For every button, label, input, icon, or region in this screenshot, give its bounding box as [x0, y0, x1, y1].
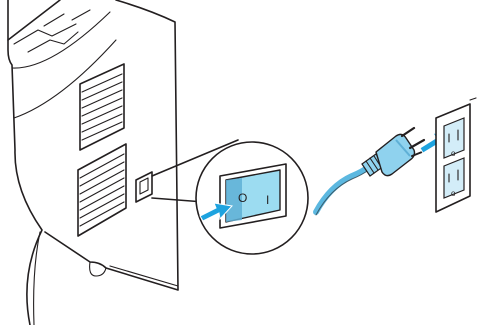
printer-side-edge: [11, 11, 117, 119]
plug-prong-mid: [408, 138, 426, 150]
switch-callout: O I: [151, 139, 309, 255]
outlet-face-upper: [443, 117, 465, 159]
power-plug: [361, 126, 426, 177]
outlet-ground-upper: o: [451, 149, 456, 158]
rocker-switch-shade: [226, 178, 242, 222]
outlet-ground-lower: o: [451, 189, 456, 198]
upper-vent-grille: [79, 63, 125, 151]
printer-bottom-edge: [33, 231, 107, 325]
cord-line: [313, 163, 373, 215]
power-cord: [313, 163, 373, 216]
wall-outlet: o o: [435, 97, 477, 213]
lower-vent-grille: [77, 143, 127, 237]
outlet-face-lower: [443, 157, 465, 199]
switch-on-symbol: I: [266, 193, 269, 207]
printer: [7, 0, 179, 325]
plug-prong-top: [400, 126, 416, 138]
switch-off-symbol: O: [238, 191, 247, 205]
plug-prong-ground: [411, 151, 423, 157]
printer-top-edge: [7, 0, 61, 41]
rocker-switch: O I: [219, 163, 287, 229]
printer-base-strip: [109, 265, 179, 287]
press-arrow-icon: [199, 202, 233, 222]
printer-power-switch: [135, 171, 153, 203]
wall-edge: [469, 97, 477, 101]
paper-tray: [13, 9, 91, 53]
